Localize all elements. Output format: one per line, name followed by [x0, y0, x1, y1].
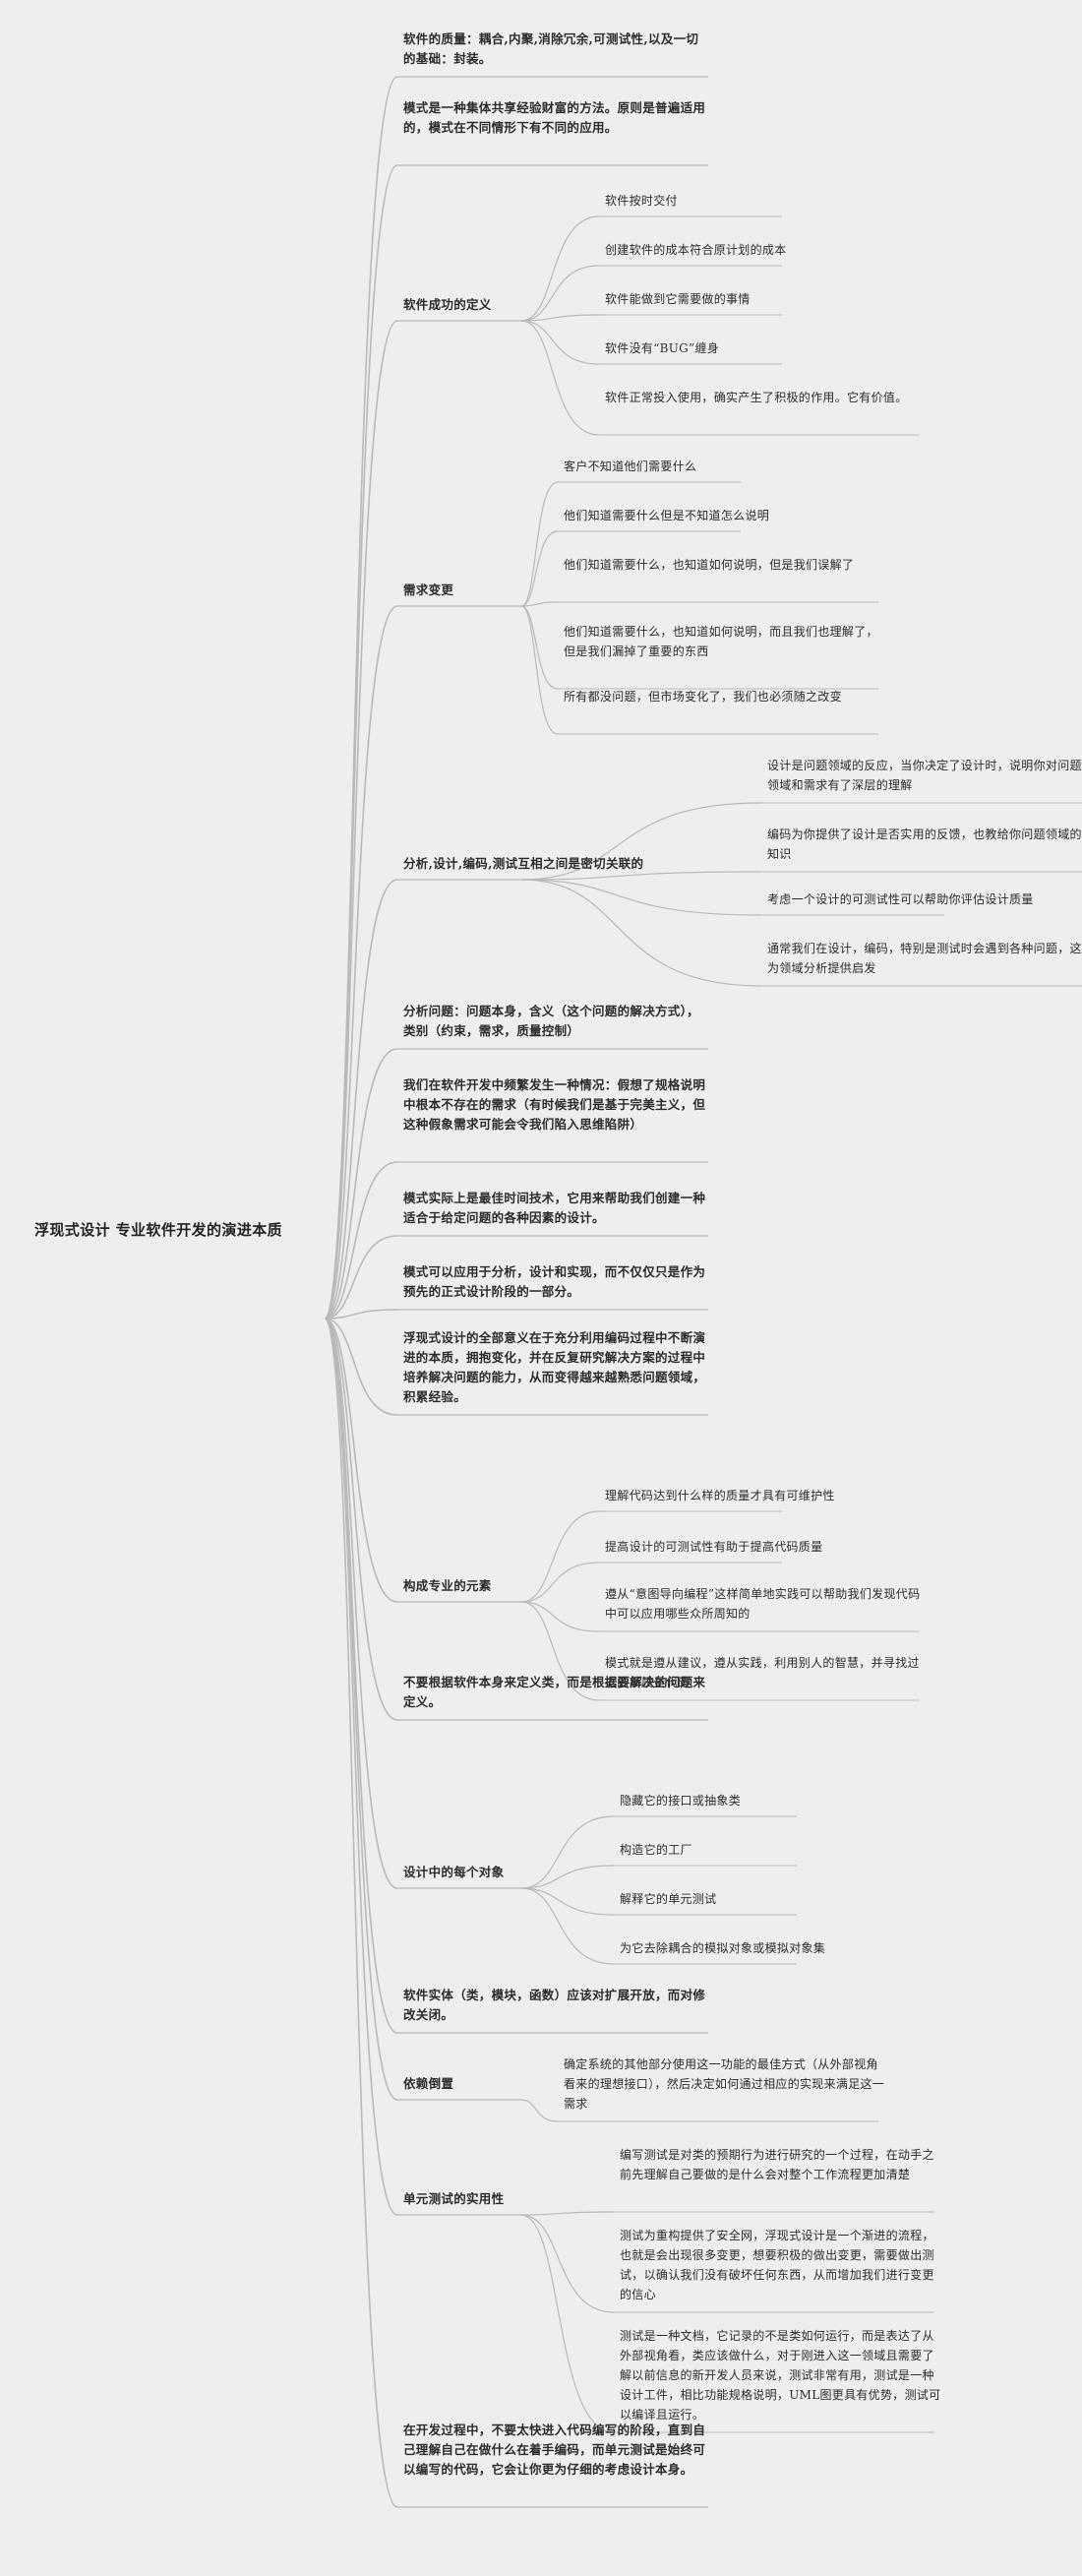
connector-line [324, 1318, 398, 2216]
connector-line [324, 1318, 398, 2508]
relate-item[interactable]: 设计是问题领域的反应，当你决定了设计时，说明你对问题领域和需求有了深层的理解 [767, 759, 1082, 792]
success-item[interactable]: 软件按时交付 [605, 194, 678, 208]
connector-line [520, 1510, 600, 1603]
branch-topic[interactable]: 在开发过程中，不要太快进入代码编写的阶段，直到自己理解自己在做什么在着手编码，而… [403, 2423, 706, 2477]
branch-topic[interactable]: 分析问题：问题本身，含义（这个问题的解决方式），类别（约束，需求，质量控制） [403, 1004, 699, 1038]
relate-item[interactable]: 编码为你提供了设计是否实用的反馈，也教给你问题领域的知识 [767, 828, 1082, 861]
branch-topic[interactable]: 设计中的每个对象 [403, 1865, 505, 1879]
connector-line [520, 314, 600, 322]
connector-line [324, 879, 398, 1319]
branch-topic[interactable]: 需求变更 [403, 583, 454, 597]
change-item[interactable]: 客户不知道他们需要什么 [564, 460, 697, 473]
unit-item[interactable]: 测试为重构提供了安全网，浮现式设计是一个渐进的流程，也就是会出现很多变更，想要积… [620, 2229, 934, 2301]
connector-line [520, 871, 762, 881]
connector-line [520, 2214, 615, 2433]
connector-line [324, 320, 398, 1319]
connector-line [324, 1235, 398, 1319]
object-item[interactable]: 隐藏它的接口或抽象类 [620, 1794, 742, 1808]
connector-line [520, 265, 600, 322]
connector-line [520, 2214, 615, 2313]
connector-line [520, 320, 600, 365]
success-item[interactable]: 软件没有“BUG”缠身 [605, 341, 720, 355]
branch-topic[interactable]: 软件实体（类，模块，函数）应该对扩展开放，而对修改关闭。 [403, 1988, 706, 2022]
connector-line [324, 605, 398, 1319]
relate-item[interactable]: 考虑一个设计的可测试性可以帮助你评估设计质量 [767, 892, 1034, 906]
connector-line [520, 320, 600, 436]
connector-line [520, 1601, 600, 1701]
branch-topic[interactable]: 不要根据软件本身来定义类，而是根据要解决的问题来定义。 [403, 1675, 706, 1709]
object-item[interactable]: 构造它的工厂 [620, 1843, 692, 1857]
branch-topic[interactable]: 浮现式设计的全部意义在于充分利用编码过程中不断演进的本质，拥抱变化，并在反复研究… [403, 1330, 706, 1404]
branch-topic[interactable]: 软件的质量：耦合,内聚,消除冗余,可测试性,以及一切的基础：封装。 [403, 31, 699, 66]
connector-line [520, 481, 559, 607]
success-item[interactable]: 创建软件的成本符合原计划的成本 [605, 243, 787, 257]
relate-item[interactable]: 通常我们在设计，编码，特别是测试时会遇到各种问题，这为领域分析提供启发 [767, 942, 1082, 975]
branch-topic[interactable]: 模式实际上是最佳时间技术，它用来帮助我们创建一种适合于给定问题的各种因素的设计。 [403, 1191, 706, 1225]
connector-line [520, 1562, 600, 1603]
branch-topic[interactable]: 依赖倒置 [403, 2076, 454, 2091]
connector-line [324, 1318, 398, 1603]
connector-line [324, 1161, 398, 1319]
success-item[interactable]: 软件能做到它需要做的事情 [605, 292, 751, 306]
change-item[interactable]: 他们知道需要什么但是不知道怎么说明 [564, 509, 770, 522]
pro-item[interactable]: 模式就是遵从建议，遵从实践，利用别人的智慧，并寻找过去的高质量代码 [605, 1656, 920, 1689]
branch-topic[interactable]: 构成专业的元素 [403, 1578, 492, 1593]
change-item[interactable]: 所有都没问题，但市场变化了，我们也必须随之改变 [564, 690, 842, 704]
connector-line [520, 2099, 559, 2122]
connector-line [324, 1309, 398, 1319]
object-item[interactable]: 为它去除耦合的模拟对象或模拟对象集 [620, 1941, 826, 1955]
pro-item[interactable]: 遵从“意图导向编程”这样简单地实践可以帮助我们发现代码中可以应用哪些众所周知的 [605, 1587, 921, 1621]
branch-topic[interactable]: 单元测试的实用性 [403, 2191, 505, 2206]
connector-line [520, 802, 762, 881]
connector-line [324, 1318, 398, 1889]
connector-line [520, 605, 559, 690]
pro-item[interactable]: 理解代码达到什么样的质量才具有可维护性 [605, 1489, 835, 1503]
connector-line [520, 2211, 615, 2216]
unit-item[interactable]: 编写测试是对类的预期行为进行研究的一个过程，在动手之前先理解自己要做的是什么会对… [620, 2148, 934, 2181]
connector-line [520, 605, 559, 735]
connector-line [520, 601, 559, 607]
connector-line [520, 1601, 600, 1632]
root-topic[interactable]: 浮现式设计 专业软件开发的演进本质 [34, 1221, 283, 1239]
branch-topic[interactable]: 软件成功的定义 [403, 297, 492, 312]
connector-line [324, 164, 398, 1319]
connector-line [520, 1865, 615, 1889]
branch-topic[interactable]: 我们在软件开发中频繁发生一种情况：假想了规格说明中根本不存在的需求（有时候我们是… [403, 1077, 706, 1132]
connector-line [324, 1318, 398, 2034]
connector-line [324, 1318, 398, 1721]
connector-line [520, 879, 762, 987]
branch-topic[interactable]: 模式可以应用于分析，设计和实现，而不仅仅只是作为预先的正式设计阶段的一部分。 [403, 1264, 706, 1299]
branch-topic[interactable]: 模式是一种集体共享经验财富的方法。原则是普遍适用的，模式在不同情形下有不同的应用… [403, 100, 706, 135]
change-item[interactable]: 他们知道需要什么，也知道如何说明，而且我们也理解了，但是我们漏掉了重要的东西 [564, 625, 878, 658]
connector-line [324, 1318, 398, 1416]
pro-item[interactable]: 提高设计的可测试性有助于提高代码质量 [605, 1540, 823, 1554]
object-item[interactable]: 解释它的单元测试 [620, 1892, 717, 1906]
connector-line [324, 76, 398, 1319]
unit-item[interactable]: 测试是一种文档，它记录的不是类如何运行，而是表达了从外部视角看，类应该做什么，对… [620, 2329, 941, 2422]
change-item[interactable]: 他们知道需要什么，也知道如何说明，但是我们误解了 [564, 558, 855, 572]
connector-line [520, 879, 762, 916]
connector-line [520, 530, 559, 607]
connector-line [324, 1048, 398, 1319]
connector-line [520, 215, 600, 322]
connector-line [520, 1815, 615, 1889]
branch-topic[interactable]: 分析,设计,编码,测试互相之间是密切关联的 [403, 856, 644, 871]
dip-item[interactable]: 确定系统的其他部分使用这一功能的最佳方式（从外部视角看来的理想接口），然后决定如… [564, 2057, 885, 2111]
connector-line [324, 1318, 398, 2101]
connector-line [520, 1887, 615, 1916]
success-item[interactable]: 软件正常投入使用，确实产生了积极的作用。它有价值。 [605, 391, 908, 404]
connector-line [520, 1887, 615, 1965]
